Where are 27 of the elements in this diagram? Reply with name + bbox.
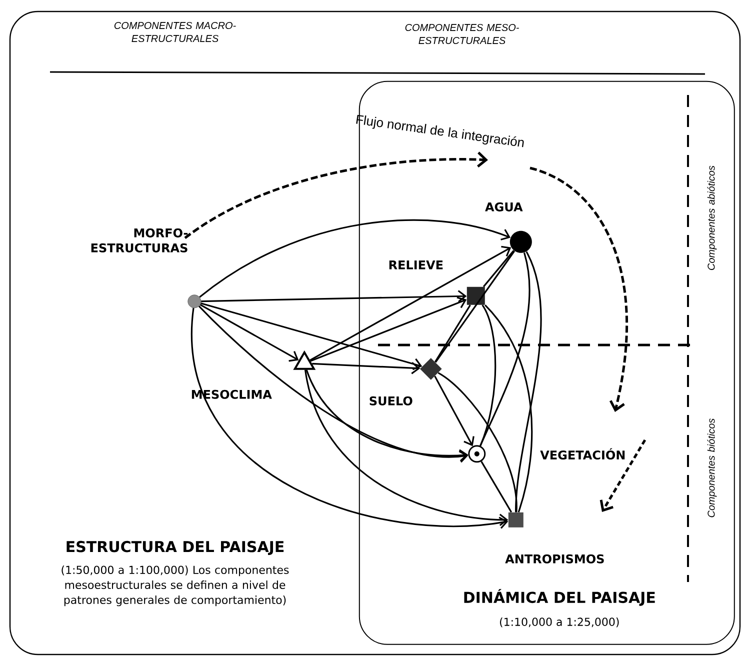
side-label: Componentes bióticos bbox=[707, 418, 717, 518]
arrow bbox=[310, 246, 512, 361]
node-label: MORFO- ESTRUCTURAS bbox=[91, 228, 188, 252]
node-label: VEGETACIÓN bbox=[540, 448, 625, 460]
node-label: SUELO bbox=[370, 396, 412, 406]
arrow bbox=[434, 376, 474, 446]
arrow bbox=[198, 306, 468, 463]
node-label: ANTROPISMOS bbox=[505, 554, 604, 564]
arrow bbox=[201, 290, 467, 302]
header-text: COMPONENTES MESO-ESTRUCTURALES bbox=[405, 24, 519, 44]
header-text: COMPONENTES MACRO-ESTRUCTURALES bbox=[114, 22, 236, 42]
title: ESTRUCTURA DEL PAISAJE bbox=[66, 540, 284, 556]
arrow bbox=[200, 304, 299, 362]
scale-text: (1:10,000 a 1:25,000) bbox=[500, 618, 619, 628]
arrow bbox=[200, 302, 422, 370]
node-label: RELIEVE bbox=[389, 260, 443, 270]
arrow bbox=[199, 219, 511, 298]
title: DINÁMICA DEL PAISAJE bbox=[464, 588, 655, 606]
side-label: Componentes abióticos bbox=[707, 166, 717, 270]
description: (1:50,000 a 1:100,000) Los componentes mesoestructurales se definen a nivel de patrones generales de comportamiento) bbox=[62, 566, 289, 606]
node-label: AGUA bbox=[485, 202, 523, 212]
arrow bbox=[310, 296, 467, 362]
arrow bbox=[304, 370, 508, 526]
arrow bbox=[312, 362, 420, 374]
arrow bbox=[192, 308, 508, 529]
arrow bbox=[306, 370, 468, 462]
flow-label: Flujo normal de la integración bbox=[356, 114, 524, 148]
